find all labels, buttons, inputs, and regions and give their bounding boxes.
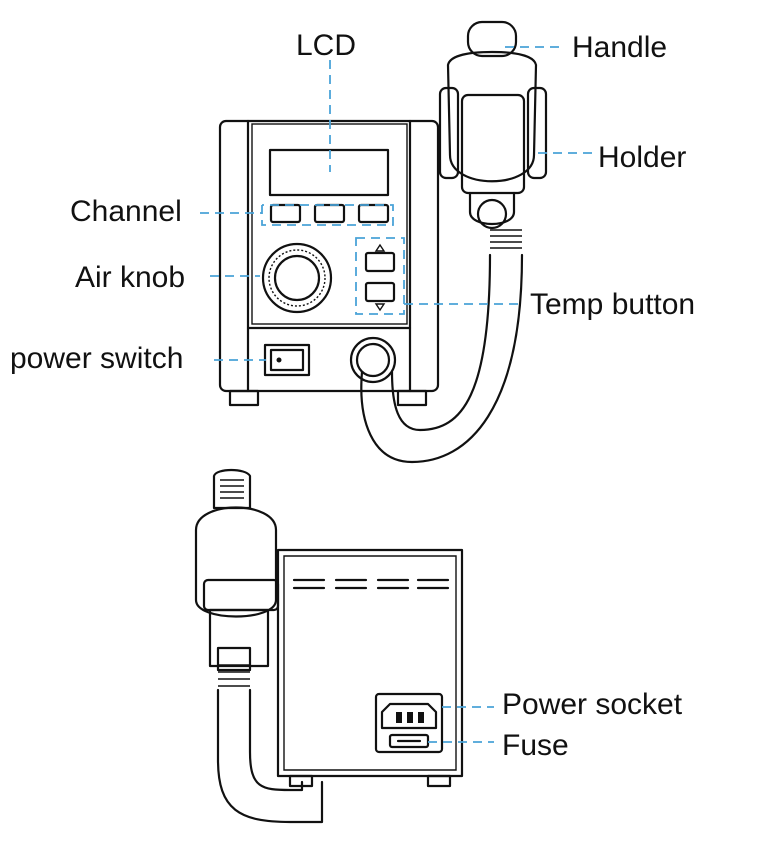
holder-left: [438, 86, 460, 180]
temp-up-button: [364, 251, 396, 273]
back-vents: [292, 578, 450, 590]
power-switch: [263, 343, 311, 377]
back-view-station: [194, 468, 464, 824]
front-body: [218, 119, 440, 393]
label-fuse: Fuse: [502, 729, 569, 762]
temp-buttons: [355, 237, 405, 315]
channel-button-3: [357, 203, 390, 224]
holder-right: [526, 86, 548, 180]
fuse: [388, 733, 430, 749]
temp-up-arrow-icon: [374, 243, 386, 252]
front-hose-corrugation: [490, 229, 522, 249]
back-foot-right: [426, 774, 452, 788]
temp-down-arrow-icon: [374, 303, 386, 312]
channel-buttons: [269, 203, 390, 224]
front-foot-left: [228, 389, 260, 407]
back-body: [276, 548, 464, 778]
label-channel: Channel: [70, 195, 182, 228]
channel-leader: [200, 204, 394, 226]
front-hose: [360, 253, 524, 464]
back-foot-left: [288, 774, 314, 788]
front-handle: [438, 20, 548, 230]
back-hose: [216, 664, 324, 824]
channel-button-1: [269, 203, 302, 224]
label-temp-button: Temp button: [530, 288, 696, 321]
label-power-socket: Power socket: [502, 688, 683, 721]
channel-button-2: [313, 203, 346, 224]
front-view-station: [218, 20, 548, 464]
front-foot-right: [396, 389, 428, 407]
temp-down-button: [364, 281, 396, 303]
back-handle: [194, 468, 280, 672]
lcd-screen: [268, 148, 390, 197]
label-holder: Holder: [598, 141, 687, 174]
hose-outlet: [349, 336, 397, 384]
label-air-knob: Air knob: [75, 261, 186, 294]
leader-lines: [200, 46, 592, 743]
power-socket: [374, 692, 444, 754]
air-knob: [261, 242, 333, 314]
temp-button-outline: [355, 237, 405, 315]
label-handle: Handle: [572, 31, 668, 64]
label-power-switch: power switch: [10, 342, 184, 375]
label-lcd: LCD: [296, 29, 357, 62]
